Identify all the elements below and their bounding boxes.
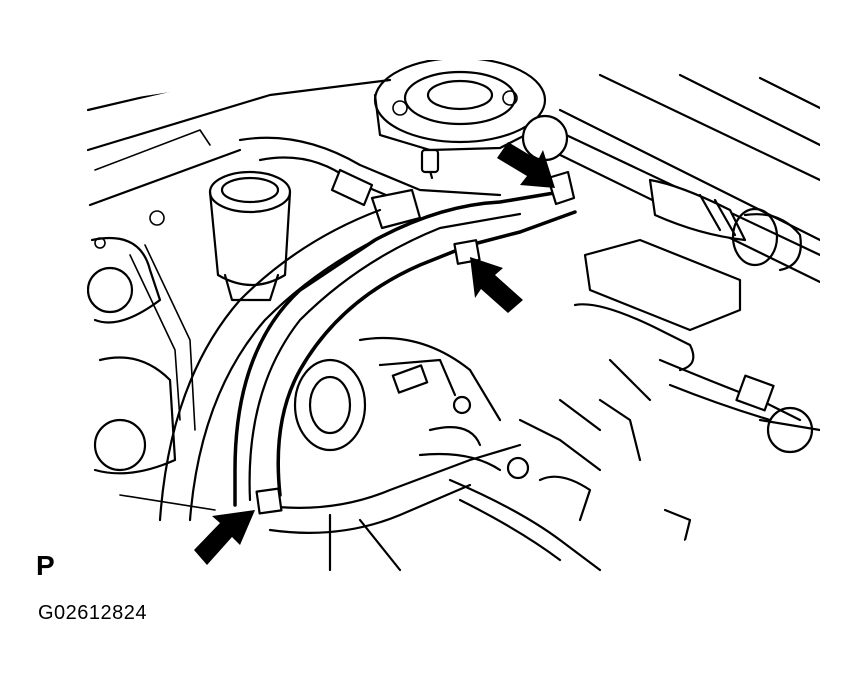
- main-hose-assembly: [233, 170, 577, 534]
- figure-id: G02612824: [38, 602, 148, 624]
- hose-upper-left: [238, 136, 502, 230]
- hose-long-left: [158, 208, 394, 522]
- body-panel-lines: [86, 70, 820, 242]
- steering-linkage: [521, 114, 820, 284]
- clamp-arrow-upper-right: [497, 142, 555, 188]
- component-box-right: [573, 238, 820, 462]
- view-label: P: [36, 550, 55, 581]
- clamp-arrow-lower-left: [194, 510, 255, 565]
- clamp-arrow-middle: [470, 257, 523, 313]
- engine-detail-left: [86, 210, 216, 511]
- engine-detail-center: [293, 336, 692, 572]
- strut-mount: [373, 60, 547, 152]
- reservoir: [208, 170, 292, 302]
